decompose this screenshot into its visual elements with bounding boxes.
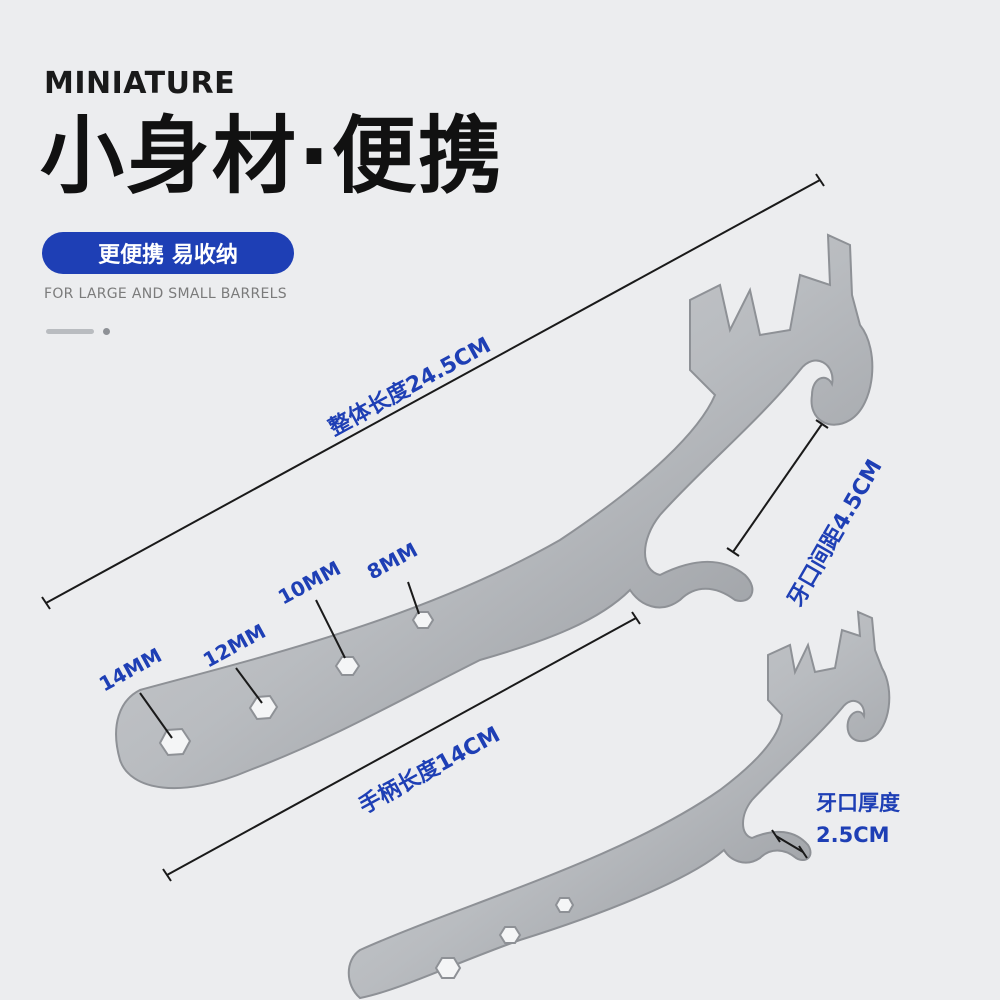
decor-dash (46, 329, 94, 334)
hex-hole-8mm (411, 611, 435, 629)
feature-badge: 更便携 易收纳 (42, 232, 294, 274)
hex-label-8mm: 8MM (363, 538, 422, 585)
small-hex-holes (434, 897, 575, 979)
jaw-thickness-tick-a (771, 829, 781, 843)
jaw-spacing-line (732, 423, 823, 553)
dimension-lines (41, 173, 829, 882)
small-wrench-body (347, 610, 891, 1000)
leader-10mm (315, 599, 346, 659)
decor-dot (103, 328, 110, 335)
leader-14mm (139, 692, 173, 739)
subtitle-text: FOR LARGE AND SMALL BARRELS (44, 286, 287, 302)
small-hex-2 (498, 926, 522, 944)
leader-8mm (407, 581, 420, 615)
handle-length-tick-left (162, 868, 172, 882)
hex-hole-14mm (158, 727, 192, 757)
jaw-spacing-tick-bottom (726, 547, 740, 557)
jaw-spacing-label: 牙口间距4.5CM (784, 456, 888, 611)
overall-length-tick-right (815, 173, 825, 187)
small-hex-1 (434, 957, 462, 979)
hex-label-10mm: 10MM (274, 556, 345, 609)
large-wrench-body (115, 233, 874, 790)
large-wrench (115, 233, 874, 790)
jaw-thickness-value: 2.5CM (816, 823, 890, 847)
large-hex-holes (158, 611, 435, 757)
handle-length-label: 手柄长度14CM (354, 721, 504, 819)
overall-length-tick-left (41, 596, 51, 610)
leader-12mm (235, 667, 263, 704)
jaw-thickness-tick-b (798, 845, 808, 859)
small-hex-3 (554, 897, 575, 913)
handle-length-tick-right (631, 611, 641, 625)
kicker-text: MINIATURE (44, 66, 236, 101)
hex-hole-10mm (334, 656, 361, 676)
main-title: 小身材·便携 (40, 107, 504, 205)
jaw-spacing-tick-top (815, 419, 829, 429)
small-wrench (347, 610, 891, 1000)
jaw-thickness-title: 牙口厚度 (816, 791, 900, 815)
jaw-thickness-line (775, 835, 804, 853)
handle-length-line (166, 617, 637, 876)
overall-length-label: 整体长度24.5CM (324, 332, 495, 441)
overall-length-line (45, 179, 821, 604)
